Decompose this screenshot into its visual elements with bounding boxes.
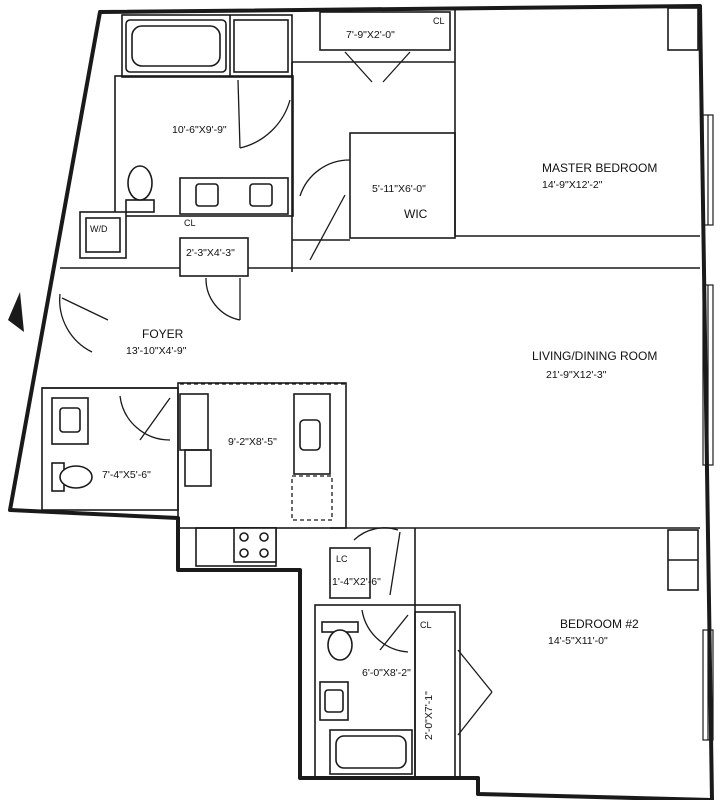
top-closet: CL 7'-9"X2'-0" <box>319 11 451 83</box>
bedroom2-name: BEDROOM #2 <box>560 617 639 631</box>
kitchen: 9'-2"X8'-5" <box>179 383 346 563</box>
foyer-closet-dim: 2'-3"X4'-3" <box>186 247 235 259</box>
powder-room: 7'-4"X5'-6" <box>51 395 171 492</box>
kitchen-dim: 9'-2"X8'-5" <box>228 436 277 448</box>
sink-icon <box>51 397 89 445</box>
bath1-fixtures <box>125 19 291 215</box>
foyer: FOYER 13'-10"X4'-9" <box>59 293 187 357</box>
window-icon <box>667 7 714 741</box>
wd-label: W/D <box>90 224 108 234</box>
linen-dim: 1'-4"X2'-6" <box>332 576 381 588</box>
toilet-icon <box>125 165 155 213</box>
bed2-closet-label: CL <box>420 620 432 630</box>
interior-walls <box>41 8 700 778</box>
bath1-dim: 10'-6"X9'-9" <box>172 124 227 136</box>
master-bedroom-dim: 14'-9"X12'-2" <box>542 179 603 191</box>
bed2-closet-dim: 2'-0"X7'-1" <box>423 691 435 740</box>
foyer-dim: 13'-10"X4'-9" <box>126 345 187 357</box>
bathtub-icon <box>125 19 227 73</box>
sink-icon <box>319 681 349 721</box>
foyer-closet: CL 2'-3"X4'-3" <box>179 218 249 321</box>
bed2-closet: CL 2'-0"X7'-1" <box>420 620 493 740</box>
linen-label: LC <box>336 554 348 564</box>
bedroom-2: BEDROOM #2 14'-5"X11'-0" <box>548 617 639 647</box>
stove-icon <box>233 527 277 563</box>
north-arrow-icon <box>8 292 24 332</box>
living-name: LIVING/DINING ROOM <box>532 349 657 363</box>
foyer-closet-label: CL <box>184 218 196 228</box>
wic-name: WIC <box>404 207 428 221</box>
living-dining-room: LIVING/DINING ROOM 21'-9"X12'-3" <box>532 349 657 381</box>
living-dim: 21'-9"X12'-3" <box>546 369 607 381</box>
powder-dim: 7'-4"X5'-6" <box>102 469 151 481</box>
bath2: 6'-0"X8'-2" <box>319 609 413 775</box>
sink-icon <box>179 177 289 215</box>
washer-dryer-icon: W/D <box>79 211 127 259</box>
top-closet-label: CL <box>433 16 445 26</box>
bedroom2-dim: 14'-5"X11'-0" <box>548 635 608 647</box>
toilet-icon <box>51 462 93 492</box>
foyer-name: FOYER <box>142 327 184 341</box>
master-bedroom: MASTER BEDROOM 14'-9"X12'-2" <box>542 161 657 191</box>
top-closet-dim: 7'-9"X2'-0" <box>346 29 395 41</box>
wic-dim: 5'-11"X6'-0" <box>372 183 426 195</box>
linen-closet: LC 1'-4"X2'-6" <box>332 527 401 596</box>
bathtub-icon <box>329 729 413 775</box>
outer-walls <box>8 4 714 800</box>
master-bedroom-name: MASTER BEDROOM <box>542 161 657 175</box>
bath2-dim: 6'-0"X8'-2" <box>362 667 411 679</box>
wic: 5'-11"X6'-0" WIC <box>299 159 428 261</box>
toilet-icon <box>321 621 359 661</box>
